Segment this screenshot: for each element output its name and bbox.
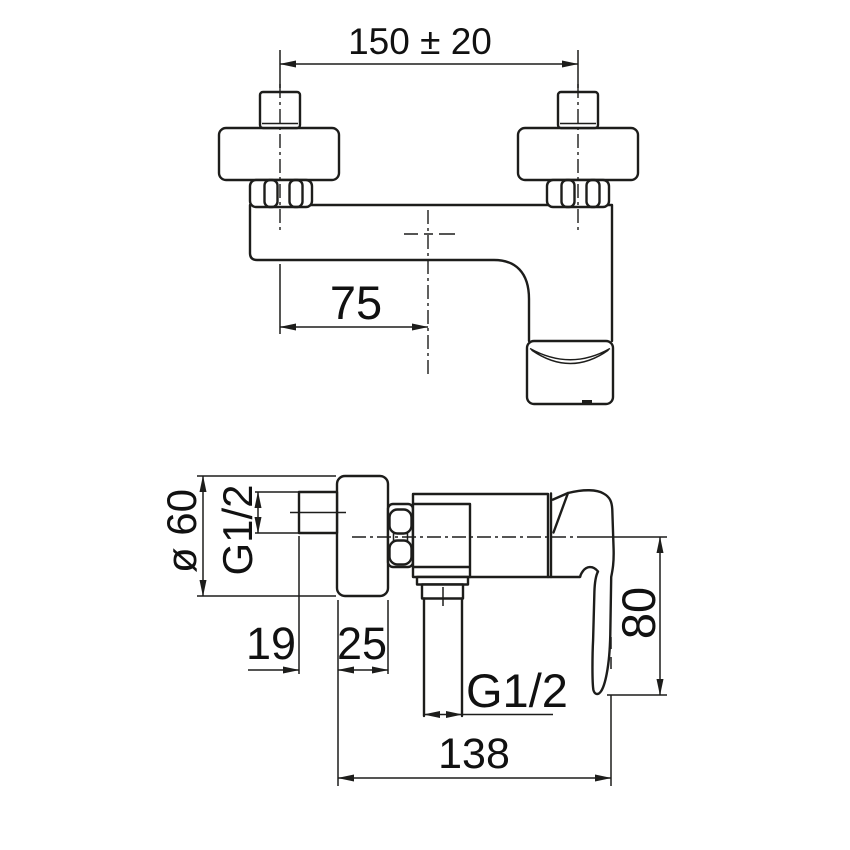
dim-handle-drop-label: 80 xyxy=(612,587,665,639)
dim-mounting-centers-label: 150 ± 20 xyxy=(348,21,492,62)
body-bar-outline xyxy=(248,203,614,343)
left-wall-mount xyxy=(217,90,341,209)
dim-escutcheon-depth-label: 25 xyxy=(337,618,387,669)
outlet-box xyxy=(525,339,615,406)
dim-outlet-thread-label: G1/2 xyxy=(466,664,568,717)
dim-overall-depth: 138 xyxy=(337,637,612,786)
handle-lever xyxy=(546,489,615,696)
left-nut-facet xyxy=(288,178,304,209)
left-escutcheon xyxy=(217,126,341,182)
front-centerlines xyxy=(279,84,579,378)
dim-escutcheon-diameter: ø 60 xyxy=(158,475,336,597)
front-view: 150 ± 20 75 xyxy=(217,21,640,406)
dim-mounting-centers: 150 ± 20 xyxy=(279,21,579,88)
side-hex-nut xyxy=(386,502,415,569)
valve-body-outline xyxy=(411,492,550,579)
right-nut-facet xyxy=(585,178,601,209)
dim-outlet-offset: 75 xyxy=(279,264,429,334)
handle-cap-slope xyxy=(552,491,570,534)
dim-outlet-thread: G1/2 xyxy=(423,664,568,718)
side-escutcheon xyxy=(335,474,390,598)
dim-thread-projection-label: 19 xyxy=(246,618,296,669)
dim-handle-drop: 80 xyxy=(589,536,667,696)
dim-inlet-thread-label: G1/2 xyxy=(214,484,261,575)
valve-body-steps xyxy=(411,502,472,579)
dim-escutcheon-depth: 25 xyxy=(337,600,389,786)
dim-inlet-thread: G1/2 xyxy=(214,484,336,576)
left-nut-facet xyxy=(263,178,279,209)
dim-overall-depth-label: 138 xyxy=(438,730,510,778)
mixer-body xyxy=(248,203,615,406)
dim-escutcheon-diameter-label: ø 60 xyxy=(158,489,205,573)
outlet-arc xyxy=(529,347,611,365)
handle-outline xyxy=(551,489,615,696)
outlet-pipe xyxy=(422,597,464,718)
dim-thread-projection: 19 xyxy=(246,536,300,674)
right-nut-facet xyxy=(560,178,576,209)
dim-outlet-offset-label: 75 xyxy=(330,276,382,329)
outlet-connection xyxy=(415,575,470,718)
side-view: ø 60 G1/2 19 25 80 xyxy=(158,474,667,786)
valve-body xyxy=(411,492,550,579)
